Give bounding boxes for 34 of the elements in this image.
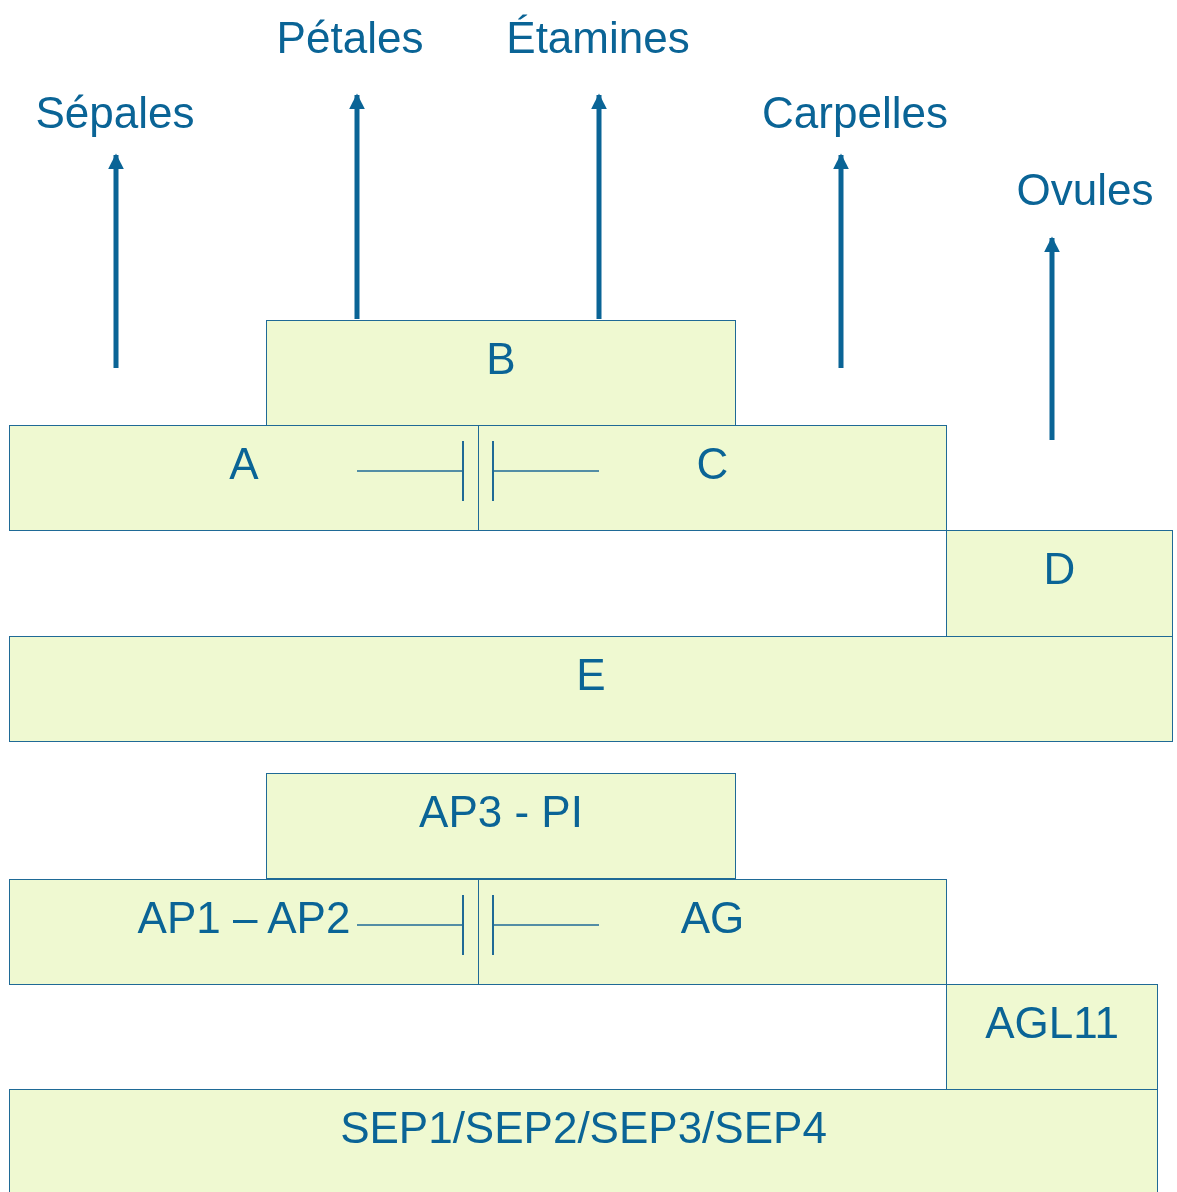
arrow	[1044, 236, 1060, 440]
box-label: AG	[680, 896, 745, 940]
arrow	[833, 153, 849, 368]
box-label: SEP1/SEP2/SEP3/SEP4	[340, 1106, 827, 1150]
box-label: AP3 - PI	[419, 790, 583, 834]
gene-class-box	[9, 1089, 1158, 1192]
gene-class-box	[266, 320, 736, 426]
organ-label: Étamines	[506, 16, 690, 60]
organ-label: Pétales	[276, 16, 424, 60]
gene-class-box	[478, 879, 947, 985]
inhibition-line	[356, 895, 464, 955]
box-label: C	[696, 442, 729, 486]
gene-class-box	[9, 879, 479, 985]
arrow	[591, 93, 607, 319]
gene-class-box	[946, 530, 1173, 637]
arrow	[108, 153, 124, 368]
inhibition-line	[492, 441, 600, 501]
organ-label: Carpelles	[762, 91, 948, 135]
inhibition-line	[356, 441, 464, 501]
box-label: A	[229, 442, 259, 486]
gene-class-box	[946, 984, 1158, 1090]
arrow	[349, 93, 365, 319]
box-label: AP1 – AP2	[137, 896, 351, 940]
box-label: B	[486, 337, 516, 381]
organ-label: Sépales	[35, 91, 195, 135]
organ-label: Ovules	[1016, 168, 1154, 212]
box-label: E	[576, 653, 606, 697]
box-label: D	[1043, 547, 1076, 591]
box-label: AGL11	[985, 1001, 1119, 1045]
gene-class-box	[478, 425, 947, 531]
gene-class-box	[9, 425, 479, 531]
gene-class-box	[266, 773, 736, 879]
inhibition-line	[492, 895, 600, 955]
gene-class-box	[9, 636, 1173, 742]
